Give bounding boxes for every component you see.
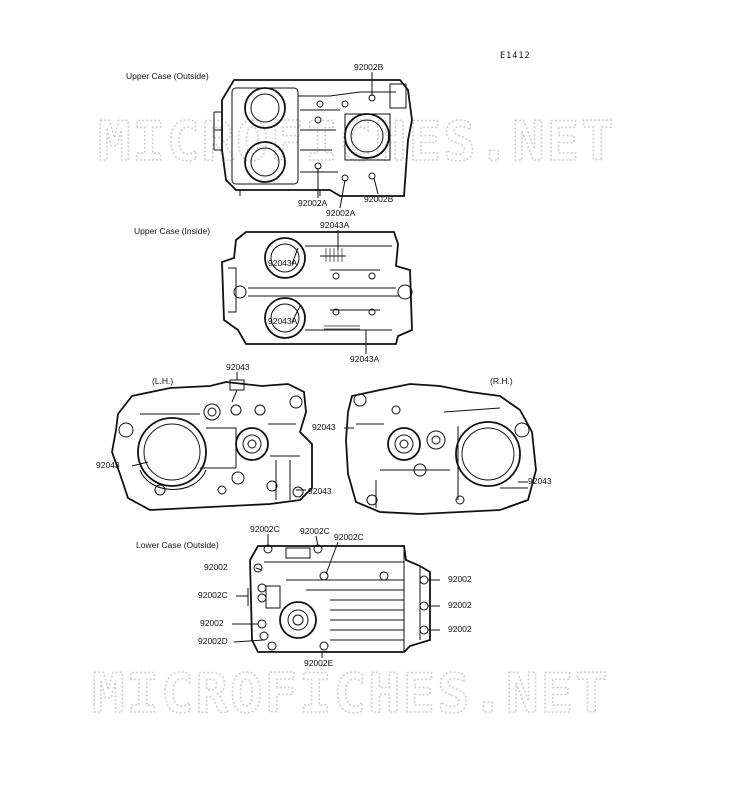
section-title-rh: (R.H.) — [490, 376, 513, 386]
upper-case-inside-drawing — [221, 231, 413, 345]
diagram-code: E1412 — [500, 51, 531, 61]
label-lo-r3: 92002 — [448, 624, 472, 634]
label-lo-d: 92002D — [198, 636, 228, 646]
section-title-upper-outside: Upper Case (Outside) — [126, 71, 209, 81]
lower-case-outside-drawing — [249, 544, 431, 653]
label-ui-mid1: 92043A — [268, 258, 298, 268]
label-uo-a1: 92002A — [298, 198, 328, 208]
label-lo-r1: 92002 — [448, 574, 472, 584]
label-uo-b: 92002B — [364, 194, 394, 204]
lh-case-drawing — [111, 381, 313, 511]
label-rh-left: 92043 — [312, 422, 336, 432]
rh-leaders — [344, 427, 528, 483]
label-lo-l1: 92002 — [204, 562, 228, 572]
label-lh-top: 92043 — [226, 362, 250, 372]
label-lh-left: 92043 — [96, 460, 120, 470]
label-uo-a2: 92002A — [326, 208, 356, 218]
section-title-lh: (L.H.) — [152, 376, 173, 386]
section-title-lower-outside: Lower Case (Outside) — [136, 540, 219, 550]
section-title-upper-inside: Upper Case (Inside) — [134, 226, 210, 236]
lh-leaders — [131, 372, 306, 491]
rh-case-drawing — [345, 383, 537, 515]
watermark-top: MICROFICHES.NET — [98, 110, 616, 173]
label-ui-bot: 92043A — [350, 354, 380, 364]
label-lh-right: 92043 — [308, 486, 332, 496]
label-ui-mid2: 92043A — [268, 316, 298, 326]
label-lo-e: 92002E — [304, 658, 334, 668]
label-lo-c3: 92002C — [334, 532, 364, 542]
upper-inside-leaders — [291, 230, 367, 354]
label-lo-c1: 92002C — [250, 524, 280, 534]
label-lo-c2: 92002C — [300, 526, 330, 536]
label-ui-top: 92043A — [320, 220, 350, 230]
upper-outside-leaders — [317, 72, 379, 209]
upper-case-outside-drawing — [213, 79, 413, 197]
lower-outside-leaders — [232, 534, 440, 658]
watermark-bottom: MICROFICHES.NET — [92, 662, 610, 725]
label-lo-c4: 92002C — [198, 590, 228, 600]
label-lo-r2: 92002 — [448, 600, 472, 610]
label-lo-l2: 92002 — [200, 618, 224, 628]
label-rh-right: 92043 — [528, 476, 552, 486]
label-uo-top: 92002B — [354, 62, 384, 72]
